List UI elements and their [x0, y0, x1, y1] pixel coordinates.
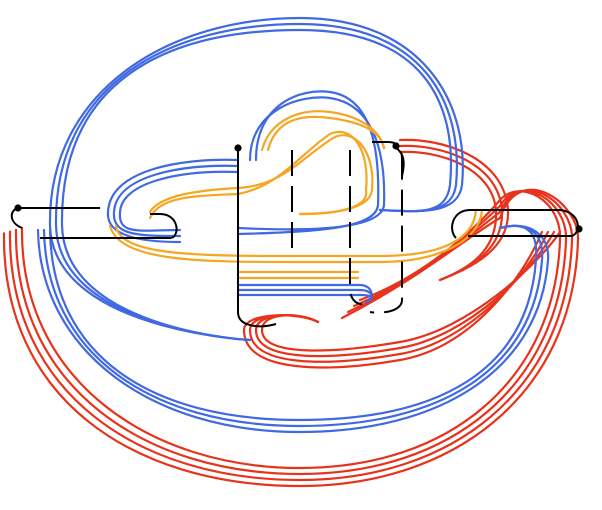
black-strand-3: [238, 148, 276, 326]
blue-strand-12: [238, 285, 372, 302]
endpoint-marker-2: [234, 144, 241, 151]
endpoint-marker-1: [14, 204, 21, 211]
black-strand-5: [350, 150, 362, 304]
orange-strand-bundle: [110, 111, 482, 278]
endpoint-marker-4: [575, 225, 582, 232]
endpoint-marker-3: [392, 142, 399, 149]
blue-strand-2: [56, 24, 457, 340]
blue-strand-1: [50, 18, 463, 340]
